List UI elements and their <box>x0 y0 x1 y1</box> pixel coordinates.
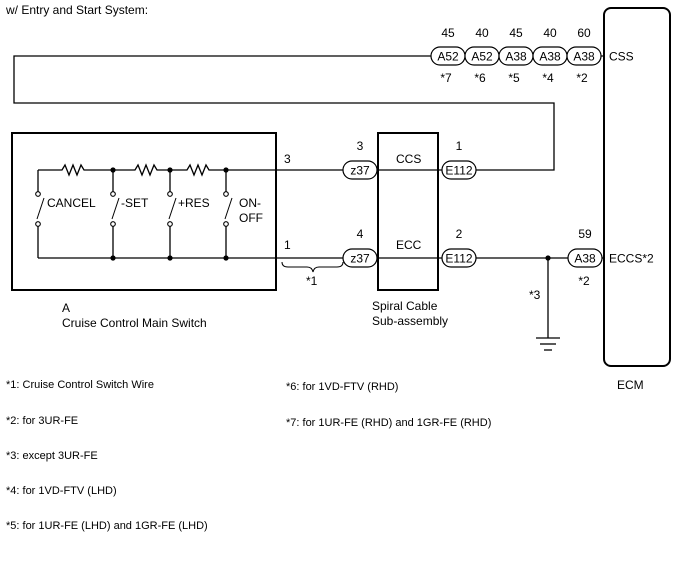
connector-a38-pin45: 45 A38 *5 <box>498 26 534 85</box>
footnote-7: *7: for 1UR-FE (RHD) and 1GR-FE (RHD) <box>286 417 491 429</box>
connector-e112-pin1: 1 E112 <box>441 139 477 180</box>
spiral-name-2: Sub-assembly <box>372 314 448 328</box>
footnote-3: *3: except 3UR-FE <box>6 450 98 462</box>
svg-text:A38: A38 <box>505 50 527 64</box>
svg-text:2: 2 <box>456 227 463 241</box>
svg-text:*6: *6 <box>474 71 486 85</box>
svg-text:40: 40 <box>543 26 557 40</box>
svg-text:40: 40 <box>475 26 489 40</box>
svg-text:*2: *2 <box>576 71 588 85</box>
switch-letter: A <box>62 301 70 315</box>
svg-text:z37: z37 <box>350 164 370 178</box>
spiral-bottom-label: ECC <box>396 238 422 252</box>
svg-text:1: 1 <box>456 139 463 153</box>
footnote-5: *5: for 1UR-FE (LHD) and 1GR-FE (LHD) <box>6 520 208 532</box>
spiral-top-label: CCS <box>396 152 421 166</box>
svg-text:59: 59 <box>578 227 592 241</box>
svg-text:A38: A38 <box>574 252 596 266</box>
footnote-1: *1: Cruise Control Switch Wire <box>6 379 154 391</box>
svg-text:3: 3 <box>357 139 364 153</box>
svg-text:A38: A38 <box>573 50 595 64</box>
ecm-label: ECM <box>617 378 644 392</box>
set-switch-label: -SET <box>121 196 149 210</box>
switch-name: Cruise Control Main Switch <box>62 316 207 330</box>
top-connector-chain: 45 A52 *7 40 A52 *6 45 A38 *5 40 A38 *4 … <box>430 26 602 85</box>
footnote-2: *2: for 3UR-FE <box>6 415 78 427</box>
svg-text:E112: E112 <box>445 164 472 178</box>
connector-a38-pin40: 40 A38 *4 <box>532 26 568 85</box>
footnote-6: *6: for 1VD-FTV (RHD) <box>286 381 398 393</box>
svg-text:*2: *2 <box>578 274 590 288</box>
switch-pin-bottom: 1 <box>284 238 291 252</box>
switch-pin-top: 3 <box>284 152 291 166</box>
res-switch-label: +RES <box>178 196 210 210</box>
css-label: CSS <box>609 50 634 64</box>
svg-text:A52: A52 <box>437 50 459 64</box>
svg-text:*5: *5 <box>508 71 520 85</box>
svg-text:*4: *4 <box>542 71 554 85</box>
svg-text:z37: z37 <box>350 252 370 266</box>
wire-note: *1 <box>306 274 318 288</box>
diagram-heading: w/ Entry and Start System: <box>5 3 148 17</box>
svg-text:60: 60 <box>577 26 591 40</box>
footnotes: *1: Cruise Control Switch Wire *2: for 3… <box>6 379 491 532</box>
spiral-cable-box <box>377 132 439 291</box>
ground-icon <box>536 337 560 351</box>
ecm-box <box>603 7 671 367</box>
connector-a52-pin40: 40 A52 *6 <box>464 26 500 85</box>
connector-a38-pin60: 60 A38 *2 <box>566 26 602 85</box>
ground-note: *3 <box>529 288 541 302</box>
connector-e112-pin2: 2 E112 <box>441 227 477 268</box>
switch-network <box>35 163 276 261</box>
svg-text:A38: A38 <box>539 50 561 64</box>
spiral-name-1: Spiral Cable <box>372 299 438 313</box>
cancel-switch-label: CANCEL <box>47 196 96 210</box>
svg-text:*7: *7 <box>440 71 452 85</box>
svg-text:45: 45 <box>509 26 523 40</box>
connector-a38-pin59: 59 A38 *2 <box>567 227 603 288</box>
on-switch-label: ON- <box>239 196 261 210</box>
connector-z37-pin3: 3 z37 <box>342 139 378 180</box>
cruise-switch-box <box>11 132 277 291</box>
svg-text:E112: E112 <box>445 252 472 266</box>
eccs-label: ECCS*2 <box>609 252 654 266</box>
svg-text:4: 4 <box>357 227 364 241</box>
connector-z37-pin4: 4 z37 <box>342 227 378 268</box>
wire-brace <box>281 261 344 273</box>
svg-text:A52: A52 <box>471 50 493 64</box>
connector-a52-pin45: 45 A52 *7 <box>430 26 466 85</box>
off-switch-label: OFF <box>239 211 263 225</box>
svg-text:45: 45 <box>441 26 455 40</box>
footnote-4: *4: for 1VD-FTV (LHD) <box>6 485 117 497</box>
